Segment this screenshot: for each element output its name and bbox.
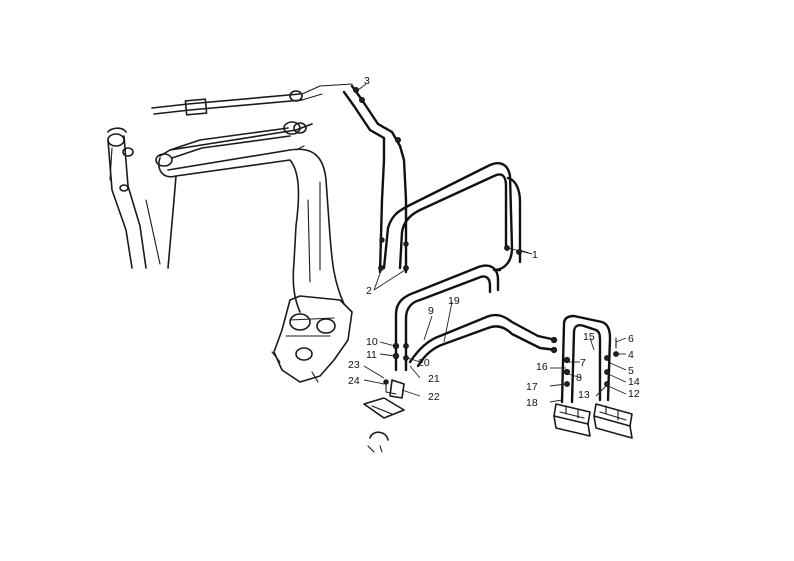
leader-lines — [357, 83, 627, 403]
callout-21: 21 — [428, 373, 440, 385]
callout-22: 22 — [428, 391, 440, 403]
callout-1: 1 — [532, 249, 538, 261]
mounting-plate — [363, 397, 405, 419]
callout-14: 14 — [628, 376, 640, 388]
callout-labels: 3 1 2 19 9 15 6 10 11 4 20 23 7 16 5 8 2… — [348, 75, 640, 409]
valve-block-left — [553, 403, 591, 437]
valve-block-right — [593, 403, 633, 439]
callout-3: 3 — [364, 75, 370, 87]
callout-5: 5 — [628, 365, 634, 377]
callout-20: 20 — [418, 357, 430, 369]
callout-4: 4 — [628, 349, 634, 361]
callout-23: 23 — [348, 359, 360, 371]
callout-2: 2 — [366, 285, 372, 297]
callout-13: 13 — [578, 389, 590, 401]
hose-pair-vertical — [342, 84, 409, 274]
callout-24: 24 — [348, 375, 360, 387]
valve-hoses-right — [560, 314, 619, 404]
callout-15: 15 — [583, 331, 595, 343]
callout-8: 8 — [576, 372, 582, 384]
hose-loop-lower — [394, 264, 500, 372]
callout-9: 9 — [428, 305, 434, 317]
clamp-ring — [367, 431, 389, 453]
callout-10: 10 — [366, 336, 378, 348]
callout-6: 6 — [628, 333, 634, 345]
callout-16: 16 — [536, 361, 548, 373]
callout-11: 11 — [366, 349, 377, 361]
callout-12: 12 — [628, 388, 640, 400]
boom-assembly — [107, 83, 353, 383]
hose-horizontal-pair — [408, 313, 558, 368]
callout-7: 7 — [580, 357, 586, 369]
callout-17: 17 — [526, 381, 538, 393]
fittings-center — [383, 342, 409, 399]
callout-19: 19 — [448, 295, 460, 307]
callout-18: 18 — [526, 397, 538, 409]
